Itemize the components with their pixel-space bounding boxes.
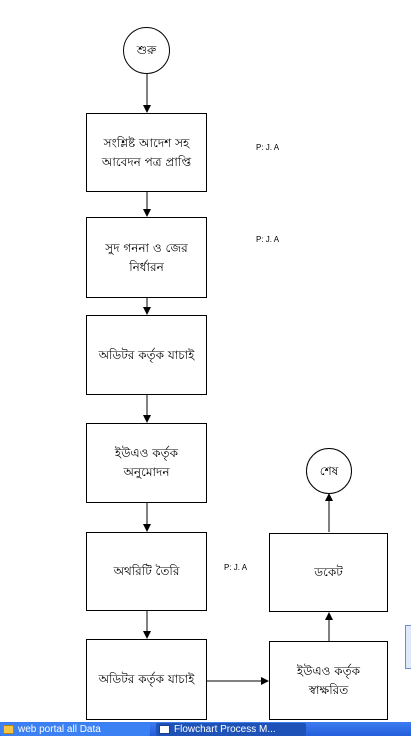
- auditor-verification-node-1: অডিটর কর্তৃক যাচাই: [86, 315, 207, 395]
- taskbar-item-web-portal[interactable]: web portal all Data: [0, 723, 150, 736]
- taskbar-item-label: web portal all Data: [18, 724, 101, 735]
- start-node: শুরু: [123, 27, 170, 74]
- taskbar-item-flowchart[interactable]: Flowchart Process M...: [156, 723, 306, 736]
- authority-creation-node: অথরিটি তৈরি: [86, 532, 207, 611]
- uao-signed-node: ইউএও কর্তৃক স্বাক্ষরিত: [269, 641, 388, 720]
- receive-application-node: সংশ্লিষ্ট আদেশ সহ আবেদন পত্র প্রাপ্তি: [86, 113, 207, 192]
- taskbar: web portal all Data Flowchart Process M.…: [0, 722, 411, 736]
- uao-approval-node: ইউএও কর্তৃক অনুমোদন: [86, 423, 207, 503]
- edge-window-handle[interactable]: [405, 625, 411, 669]
- interest-calculation-node: সুদ গননা ও জের নির্ধারন: [86, 217, 207, 298]
- note-receive-application: P: J. A: [256, 143, 280, 152]
- auditor-verification-node-2: অডিটর কর্তৃক যাচাই: [86, 639, 207, 720]
- taskbar-item-label: Flowchart Process M...: [174, 724, 276, 735]
- end-node: শেষ: [306, 448, 352, 494]
- folder-icon: [3, 725, 14, 734]
- note-interest-calculation: P: J. A: [256, 235, 280, 244]
- document-icon: [159, 725, 170, 734]
- note-authority-creation: P: J. A: [224, 563, 248, 572]
- docket-node: ডকেট: [269, 533, 388, 612]
